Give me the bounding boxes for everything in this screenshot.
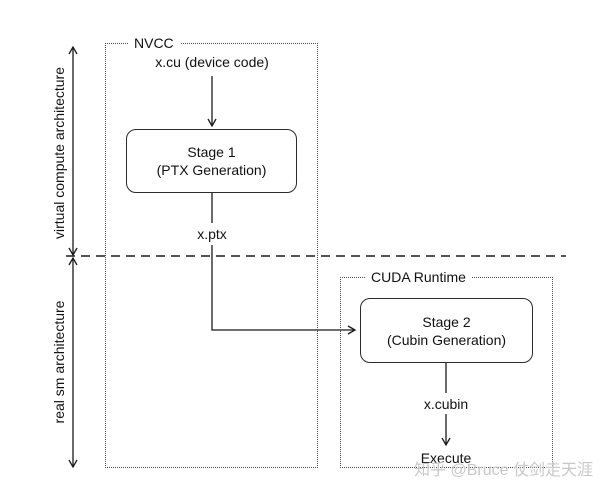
nvcc-group-label: NVCC [128,34,180,53]
cuda-runtime-group-box: CUDA Runtime [340,268,553,468]
measure-arrow-virtual [68,45,78,257]
xcubin-label: x.cubin [420,396,472,413]
watermark: 知乎 @Bruce 仗剑走天涯 [414,462,593,479]
stage2-title: Stage 2 [422,313,471,330]
stage1-subtitle: (PTX Generation) [156,162,267,178]
cuda-runtime-group-label: CUDA Runtime [365,268,472,287]
execute-label: Execute [417,450,475,467]
arrow-xcubin-to-execute [441,414,451,447]
nvcc-group-box: NVCC [105,34,318,468]
arrow-xcu-to-stage1 [207,76,217,128]
stage2-box: Stage 2 (Cubin Generation) [360,298,533,363]
stage2-subtitle: (Cubin Generation) [386,331,507,348]
stage1-box: Stage 1 (PTX Generation) [126,129,297,193]
virtual-compute-architecture-label: virtual compute architecture [51,67,67,239]
xcu-device-code-label: x.cu (device code) [152,54,272,71]
measure-arrow-real [68,256,78,469]
real-sm-architecture-label: real sm architecture [51,300,67,424]
stage1-title: Stage 1 [187,144,236,160]
arrow-xptx-to-stage2 [211,245,357,335]
xptx-label: x.ptx [194,226,230,243]
